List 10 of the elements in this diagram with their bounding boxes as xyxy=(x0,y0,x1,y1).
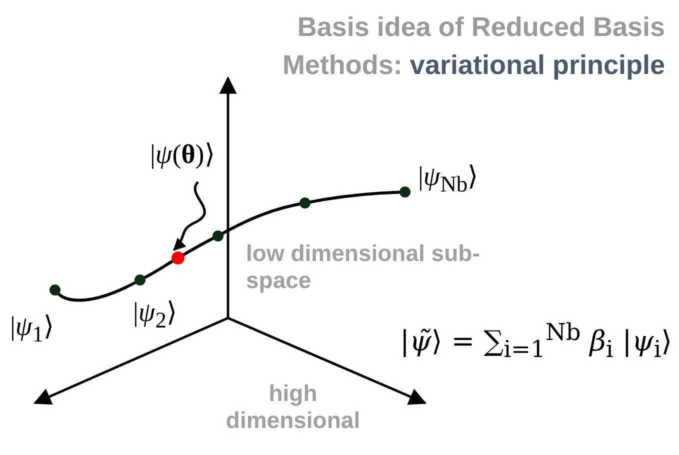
state-label: |ψ$_{2}$⟩ xyxy=(133,296,178,334)
state-label: |ψ$_{1}$⟩ xyxy=(10,310,54,348)
state-label: |ψ$_{Nb}$⟩ xyxy=(418,160,479,198)
annotation-text: low dimensional sub-space xyxy=(246,240,481,294)
formula: |ψ̃⟩ = ∑$_{i=1}$$^{Nb}$ β$_{i}$ |ψ$_{i}$⟩ xyxy=(400,318,672,363)
annotation-text: high dimensional xyxy=(224,380,362,434)
highlighted-point xyxy=(172,252,184,264)
state-label: |ψ(θ)⟩ xyxy=(150,138,216,170)
squiggly-arrow xyxy=(173,181,206,251)
title: Basis idea of Reduced Basis Methods: variational principle xyxy=(281,11,665,82)
